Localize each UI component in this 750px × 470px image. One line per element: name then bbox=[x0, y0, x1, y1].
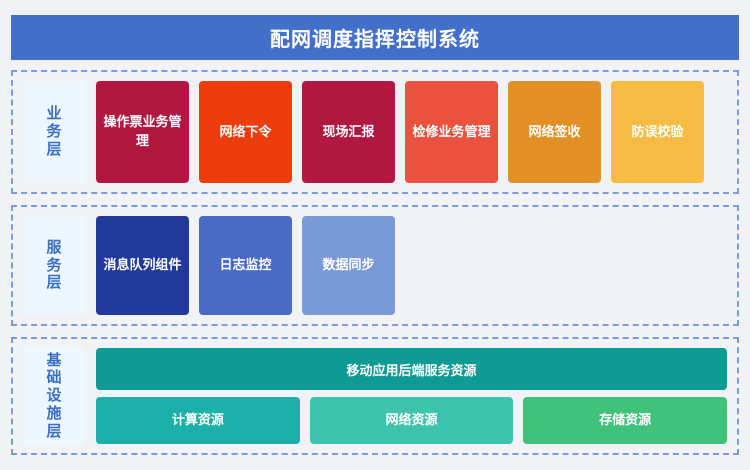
layer-infrastructure-label: 基 础 设 施 层 bbox=[23, 348, 85, 444]
card-operation-ticket[interactable]: 操作票业务管理 bbox=[96, 81, 189, 183]
infrastructure-resource-row: 计算资源 网络资源 存储资源 bbox=[96, 397, 728, 444]
card-data-sync[interactable]: 数据同步 bbox=[302, 216, 395, 315]
card-storage-resource[interactable]: 存储资源 bbox=[523, 397, 728, 444]
layer-service-label: 服 务 层 bbox=[23, 216, 85, 315]
layer-business-label-char: 业 bbox=[46, 105, 62, 123]
layer-infrastructure: 基 础 设 施 层 移动应用后端服务资源 计算资源 网络资源 存储资源 bbox=[11, 337, 739, 455]
card-error-prevention-check[interactable]: 防误校验 bbox=[611, 81, 704, 183]
layer-infrastructure-cards: 移动应用后端服务资源 计算资源 网络资源 存储资源 bbox=[96, 348, 728, 444]
card-compute-resource[interactable]: 计算资源 bbox=[96, 397, 300, 444]
layer-infrastructure-label-char: 设 bbox=[46, 387, 62, 405]
card-log-monitoring[interactable]: 日志监控 bbox=[199, 216, 292, 315]
card-mobile-backend-service-resource[interactable]: 移动应用后端服务资源 bbox=[96, 348, 727, 390]
card-site-report[interactable]: 现场汇报 bbox=[302, 81, 395, 183]
page-title: 配网调度指挥控制系统 bbox=[270, 29, 480, 51]
layer-infrastructure-label-char: 础 bbox=[46, 369, 62, 387]
page-title-banner: 配网调度指挥控制系统 bbox=[11, 15, 739, 60]
layer-infrastructure-label-char: 施 bbox=[46, 404, 62, 422]
layer-infrastructure-label-char: 层 bbox=[46, 422, 62, 440]
layer-infrastructure-label-char: 基 bbox=[46, 351, 62, 369]
layer-service-empty-space bbox=[405, 216, 727, 315]
layer-business: 业 务 层 操作票业务管理 网络下令 现场汇报 检修业务管理 网络签收 防误校验 bbox=[11, 70, 739, 194]
layer-service-label-char: 务 bbox=[46, 256, 62, 274]
card-network-resource[interactable]: 网络资源 bbox=[309, 397, 514, 444]
card-network-order[interactable]: 网络下令 bbox=[199, 81, 292, 183]
layer-service-label-char: 层 bbox=[46, 274, 62, 292]
layer-service-label-char: 服 bbox=[46, 238, 62, 256]
layer-business-label: 业 务 层 bbox=[23, 81, 85, 183]
layer-service: 服 务 层 消息队列组件 日志监控 数据同步 bbox=[11, 205, 739, 326]
layer-business-label-char: 务 bbox=[46, 123, 62, 141]
card-maintenance-business[interactable]: 检修业务管理 bbox=[405, 81, 498, 183]
layer-business-label-char: 层 bbox=[46, 140, 62, 158]
layer-service-cards: 消息队列组件 日志监控 数据同步 bbox=[96, 216, 727, 315]
layer-business-cards: 操作票业务管理 网络下令 现场汇报 检修业务管理 网络签收 防误校验 bbox=[96, 81, 727, 183]
card-message-queue-component[interactable]: 消息队列组件 bbox=[96, 216, 189, 315]
card-network-signoff[interactable]: 网络签收 bbox=[508, 81, 601, 183]
